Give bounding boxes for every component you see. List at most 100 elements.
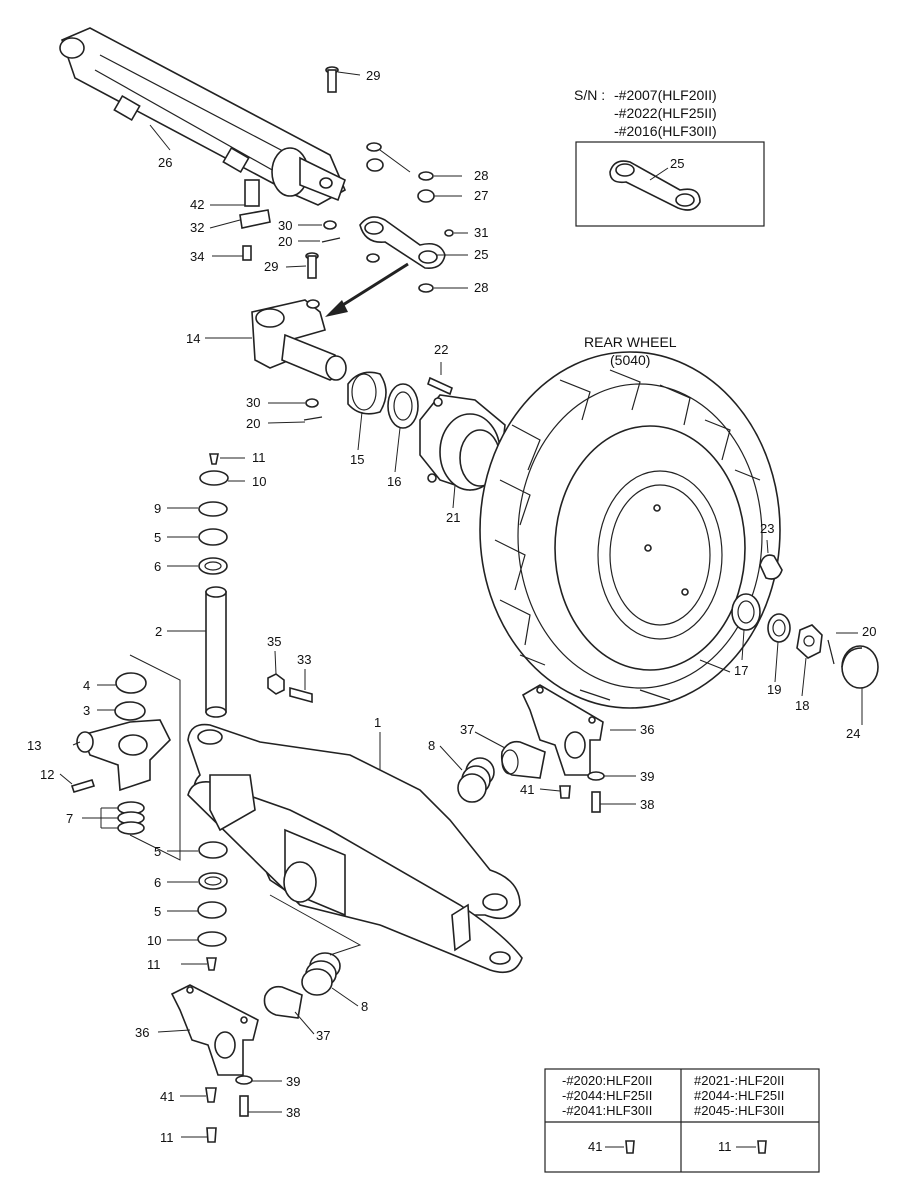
table-grease-nipple-11 — [757, 1140, 767, 1154]
bushing-27 — [417, 189, 435, 203]
callout-24: 24 — [846, 726, 860, 741]
serial-table: -#2020:HLF20II -#2044:HLF25II -#2041:HLF… — [544, 1068, 820, 1173]
steering-knuckle-13 — [76, 719, 171, 792]
castle-nut-18 — [796, 624, 823, 659]
callout-18: 18 — [795, 698, 809, 713]
callout-8-upper: 8 — [428, 738, 435, 753]
callout-27: 27 — [474, 188, 488, 203]
callout-6-lower: 6 — [154, 875, 161, 890]
callout-22: 22 — [434, 342, 448, 357]
callout-11-bottom: 11 — [160, 1130, 174, 1145]
hub-bolt-22 — [427, 376, 453, 396]
callout-9: 9 — [154, 501, 161, 516]
bushing-37-lower — [263, 985, 303, 1019]
callout-31: 31 — [474, 225, 488, 240]
seal-9 — [198, 501, 228, 517]
serial-note-line-1: -#2007(HLF20II) — [614, 87, 717, 103]
cap-23 — [759, 554, 783, 580]
serial-note: S/N : -#2007(HLF20II) -#2022(HLF25II) -#… — [574, 87, 717, 139]
washer-4 — [115, 672, 147, 694]
cotter-20-wheel — [827, 639, 835, 665]
bolt-34 — [242, 245, 252, 261]
callout-36-lower: 36 — [135, 1025, 149, 1040]
table-left-line-3: -#2041:HLF30II — [562, 1103, 652, 1118]
bearing-17 — [731, 593, 761, 631]
callout-13: 13 — [27, 738, 41, 753]
callout-37-lower: 37 — [316, 1028, 330, 1043]
callout-19: 19 — [767, 682, 781, 697]
callout-5-mid: 5 — [154, 844, 161, 859]
steering-knuckle-14 — [251, 299, 347, 381]
table-left-line-1: -#2020:HLF20II — [562, 1073, 652, 1088]
callout-14: 14 — [186, 331, 200, 346]
serial-note-line-2: -#2022(HLF25II) — [614, 105, 717, 121]
rear-wheel — [479, 351, 781, 709]
table-left-part: 41 — [588, 1139, 602, 1154]
callout-25: 25 — [474, 247, 488, 262]
callout-38-lower: 38 — [286, 1105, 300, 1120]
callout-26: 26 — [158, 155, 172, 170]
snap-ring-10-lower — [197, 931, 227, 947]
direction-arrow — [337, 262, 409, 310]
leader-lines — [59, 71, 863, 1138]
callout-10-lower: 10 — [147, 933, 161, 948]
washer-5-top — [198, 528, 228, 546]
cotter-20-upper — [321, 237, 341, 243]
callout-23: 23 — [760, 521, 774, 536]
washer-5-mid — [198, 841, 228, 859]
assembly-line-left — [129, 654, 181, 861]
table-right-line-2: #2044-:HLF25II — [694, 1088, 784, 1103]
table-left-line-2: -#2044:HLF25II — [562, 1088, 652, 1103]
callout-34: 34 — [190, 249, 204, 264]
spring-8-lower — [301, 952, 341, 996]
nut-35 — [267, 673, 285, 695]
washer-19 — [767, 613, 791, 643]
callout-30-upper: 30 — [278, 218, 292, 233]
serial-note-prefix: S/N : — [574, 87, 605, 103]
callout-28-lower: 28 — [474, 280, 488, 295]
bearing-16 — [387, 383, 419, 429]
callout-36-upper: 36 — [640, 722, 654, 737]
washer-28-right — [418, 171, 434, 181]
king-pin-2 — [205, 586, 227, 718]
callout-21: 21 — [446, 510, 460, 525]
washer-28-lower — [418, 283, 434, 293]
callout-20-lower: 20 — [246, 416, 260, 431]
callout-28-upper: 28 — [474, 168, 488, 183]
pin-29-lower — [305, 252, 319, 279]
callout-38-upper: 38 — [640, 797, 654, 812]
pin-29-upper — [325, 66, 339, 93]
washer-39-upper — [587, 771, 605, 781]
bearing-6-top — [198, 557, 228, 575]
grease-41-lower — [205, 1087, 217, 1103]
assembly-line-lower — [269, 894, 362, 956]
bracket-42 — [244, 179, 260, 207]
callout-3: 3 — [83, 703, 90, 718]
callout-30-lower: 30 — [246, 395, 260, 410]
callout-11-lower: 11 — [147, 957, 161, 972]
callout-20-upper: 20 — [278, 234, 292, 249]
callouts: 29 26 28 27 42 32 30 31 20 25 34 29 28 1… — [27, 68, 876, 1145]
callout-35: 35 — [267, 634, 281, 649]
grease-41-upper — [559, 785, 571, 799]
serial-note-line-3: -#2016(HLF30II) — [614, 123, 717, 139]
callout-41-upper: 41 — [520, 782, 534, 797]
bolt-38-lower — [239, 1095, 249, 1117]
rear-wheel-code: (5040) — [610, 352, 650, 368]
washer-lower-left — [366, 253, 380, 263]
table-right-line-1: #2021-:HLF20II — [694, 1073, 784, 1088]
bushing-upper — [366, 158, 384, 172]
bearing-6-lower — [198, 872, 228, 890]
grease-nipple-11-lower — [206, 957, 217, 971]
direction-arrow-head — [325, 300, 348, 317]
callout-33: 33 — [297, 652, 311, 667]
spring-8-upper — [457, 757, 495, 803]
steering-cylinder — [59, 27, 347, 206]
callout-29-upper: 29 — [366, 68, 380, 83]
callout-4: 4 — [83, 678, 90, 693]
table-right-line-3: #2045-:HLF30II — [694, 1103, 784, 1118]
callout-5-top: 5 — [154, 530, 161, 545]
bushing-37-upper — [500, 740, 546, 779]
bolt-38-upper — [591, 791, 601, 813]
